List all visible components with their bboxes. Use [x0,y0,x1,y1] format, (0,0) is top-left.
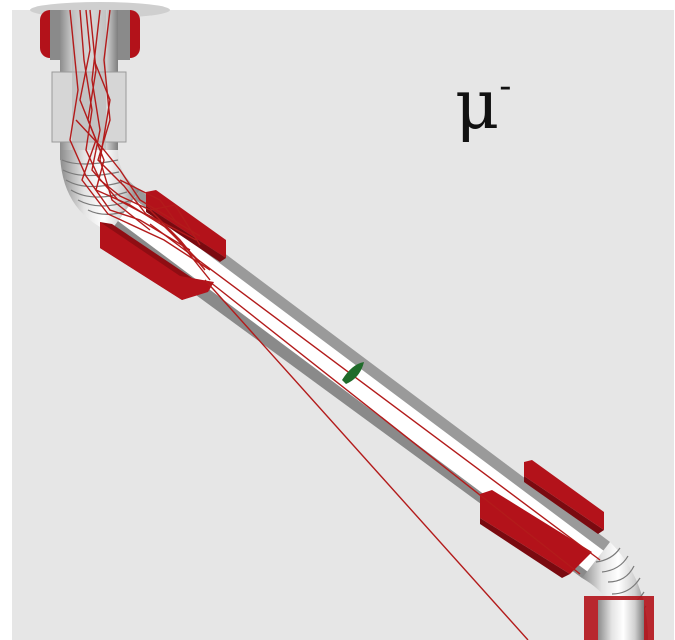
particle-symbol: μ [455,66,499,145]
top-vertical-pipe [52,10,126,160]
particle-label: μ- [455,72,511,140]
particle-charge: - [499,66,511,107]
